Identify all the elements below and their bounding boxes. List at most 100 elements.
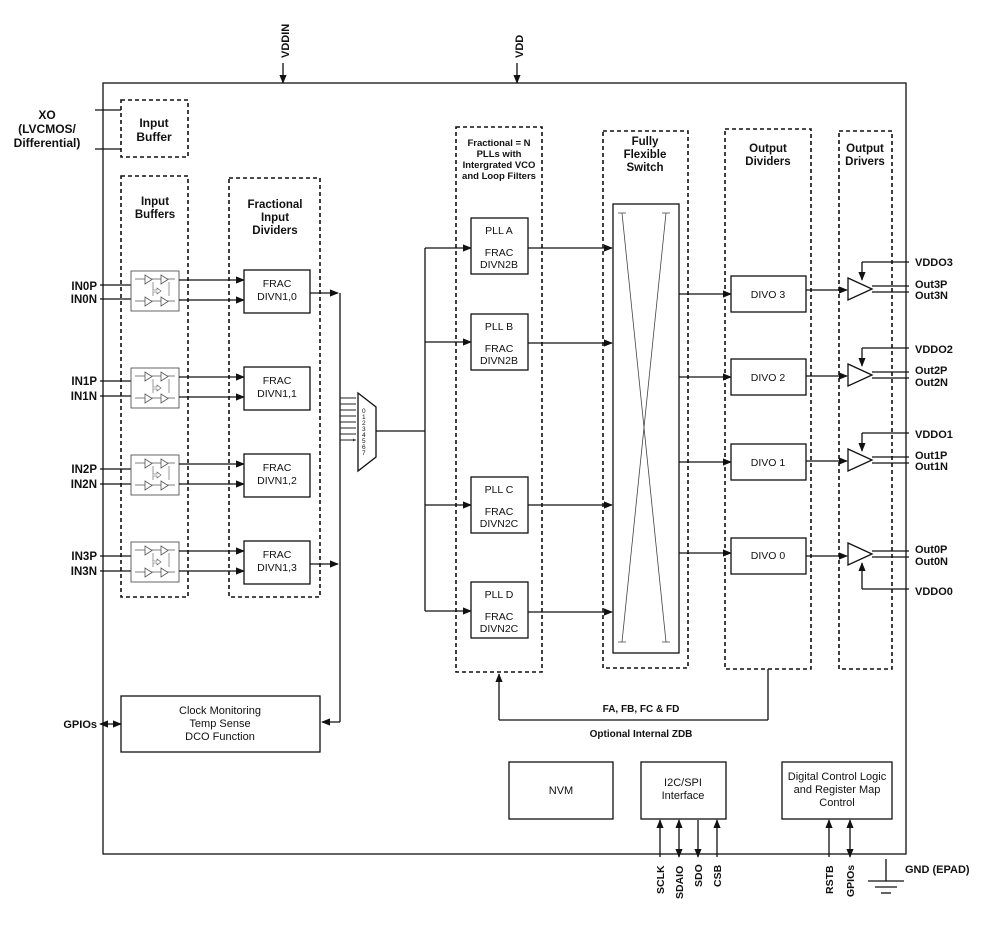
pll-a-div: DIVN2B (480, 259, 518, 271)
pll-d-name: PLL D (485, 589, 514, 601)
input-mux: 0 1 2 3 4 5 6 7 (357, 391, 377, 473)
frac-divn1-1-line1: FRAC (263, 375, 292, 387)
input-buffers-header-line2: Buffers (135, 209, 175, 221)
plls-header-line4: and Loop Filters (462, 171, 536, 182)
switch-section (602, 130, 689, 669)
driver-triangle-icon (847, 362, 874, 388)
output-drivers-section (838, 130, 893, 670)
plls-header-line2: PLLs with (477, 149, 522, 160)
input-buffer-cell (130, 454, 180, 496)
input-channel-0: IN0P IN0N FRAC DIVN1,0 (71, 269, 339, 314)
pll-b-div: DIVN2B (480, 355, 518, 367)
xo-input-buffer-box (120, 99, 189, 158)
mux-label-0: 0 (362, 408, 366, 415)
frac-divn1-2-line1: FRAC (263, 462, 292, 474)
driver-triangle-icon (847, 276, 874, 302)
vdd-pin: VDD (513, 35, 526, 84)
out0n-label: Out0N (915, 556, 948, 568)
input-buffers-section (120, 175, 189, 598)
frac-divn1-0-line1: FRAC (263, 278, 292, 290)
zdb-label: Optional Internal ZDB (590, 729, 693, 740)
mux-label-5: 5 (362, 438, 366, 445)
output-driver-1: VDDO1 Out1P Out1N (847, 429, 953, 473)
sclk-label: SCLK (655, 865, 667, 894)
mux-label-1: 1 (362, 414, 366, 421)
gpios-left-label: GPIOs (63, 719, 97, 731)
gpios-bottom-label: GPIOs (845, 865, 857, 897)
out2p-label: Out2P (915, 365, 947, 377)
frac-dividers-header-line3: Dividers (252, 225, 297, 237)
input-label-in1n: IN1N (71, 391, 97, 403)
out0p-label: Out0P (915, 544, 947, 556)
pll-b-frac: FRAC (485, 343, 514, 355)
feedback-label: FA, FB, FC & FD (603, 704, 680, 715)
pll-c-div: DIVN2C (480, 518, 519, 530)
pll-d: PLL D FRAC DIVN2C (470, 581, 613, 639)
crosspoint-switch (612, 203, 680, 654)
output-driver-3: VDDO3 Out3P Out3N (847, 257, 953, 302)
pll-c: PLL C FRAC DIVN2C (470, 476, 613, 534)
clock-monitor-line3: DCO Function (185, 731, 255, 743)
frac-dividers-header-line1: Fractional (248, 199, 303, 211)
output-driver-2: VDDO2 Out2P Out2N (847, 344, 953, 389)
zdb-feedback: FA, FB, FC & FD Optional Internal ZDB (495, 669, 769, 740)
input-buffers-header-line1: Input (141, 196, 169, 208)
frac-dividers-header-line2: Input (261, 212, 289, 224)
frac-divn1-1-line2: DIVN1,1 (257, 388, 297, 400)
pll-a-name: PLL A (485, 225, 513, 237)
out1p-label: Out1P (915, 450, 947, 462)
pll-c-name: PLL C (485, 484, 514, 496)
frac-divn1-0-line2: DIVN1,0 (257, 291, 297, 303)
i2c-spi-block: I2C/SPI Interface SCLK SDAIO SDO CSB (640, 761, 727, 899)
input-label-in2p: IN2P (71, 464, 97, 476)
digital-control-block: Digital Control Logic and Register Map C… (781, 761, 893, 897)
vddin-pin: VDDIN (279, 24, 292, 84)
digital-label-line2: and Register Map (794, 784, 881, 796)
frac-divn1-3-box (243, 540, 311, 585)
input-buffer-label-line2: Buffer (136, 130, 172, 144)
plls-section (455, 126, 543, 673)
mux-input-labels: 0 1 2 3 4 5 6 7 (362, 408, 366, 457)
input-channel-3: IN3P IN3N FRAC DIVN1,3 (71, 540, 339, 585)
sdaio-label: SDAIO (674, 866, 686, 899)
divo-0: DIVO 0 (730, 537, 848, 575)
mux-to-plls (376, 244, 472, 615)
divo-0-label: DIVO 0 (751, 550, 786, 562)
pll-b-name: PLL B (485, 321, 513, 333)
input-buffer-label-line1: Input (139, 116, 168, 130)
driver-triangle-icon (847, 541, 874, 567)
output-driver-0: Out0P Out0N VDDO0 (847, 541, 953, 598)
input-label-in3p: IN3P (71, 551, 97, 563)
pll-a: PLL A FRAC DIVN2B (470, 217, 613, 275)
nvm-label: NVM (549, 785, 573, 797)
ground-label: GND (EPAD) (905, 864, 970, 876)
pll-d-div: DIVN2C (480, 623, 519, 635)
clock-monitor-line2: Temp Sense (189, 718, 250, 730)
divo-1: DIVO 1 (730, 443, 848, 481)
input-label-in0n: IN0N (71, 294, 97, 306)
frac-divn1-1-box (243, 366, 311, 411)
input-buffer-cell (130, 367, 180, 409)
xo-label-line1: XO (38, 108, 55, 122)
out1n-label: Out1N (915, 461, 948, 473)
input-buffer-cell (130, 270, 180, 312)
i2c-label-line2: Interface (662, 790, 705, 802)
driver-triangle-icon (847, 447, 874, 473)
input-label-in0p: IN0P (71, 281, 97, 293)
out3n-label: Out3N (915, 290, 948, 302)
clock-monitoring-block: Clock Monitoring Temp Sense DCO Function… (63, 695, 321, 753)
divo-2-label: DIVO 2 (751, 372, 786, 384)
frac-divn1-2-line2: DIVN1,2 (257, 475, 297, 487)
mux-label-2: 2 (362, 420, 366, 427)
pll-a-frac: FRAC (485, 247, 514, 259)
frac-divn1-0-box (243, 269, 311, 314)
fractional-input-dividers-section (228, 177, 321, 598)
pll-c-frac: FRAC (485, 506, 514, 518)
divo-1-label: DIVO 1 (751, 457, 786, 469)
pll-b: PLL B FRAC DIVN2B (470, 313, 613, 371)
xo-label-line3: Differential) (14, 136, 81, 150)
divo-3: DIVO 3 (730, 275, 848, 313)
vdd-label: VDD (514, 35, 526, 58)
xo-label-line2: (LVCMOS/ (18, 122, 76, 136)
